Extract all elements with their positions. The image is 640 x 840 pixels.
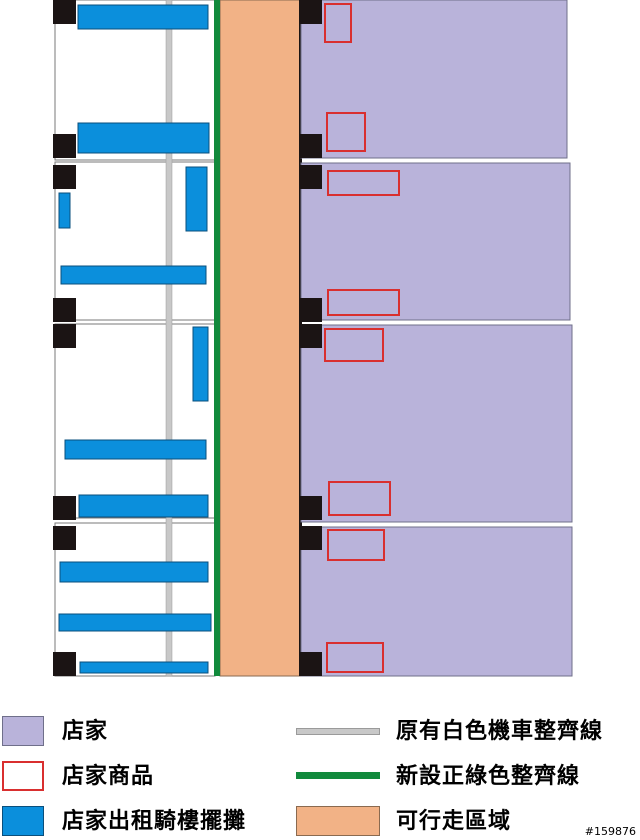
stall-10 xyxy=(58,613,212,632)
goods-8 xyxy=(326,642,384,673)
goods-1 xyxy=(324,3,352,43)
pillar xyxy=(299,526,322,550)
pillar xyxy=(299,0,322,24)
legend-walkway-swatch xyxy=(296,806,380,836)
pillar xyxy=(299,298,322,322)
stall-5 xyxy=(60,265,207,285)
pillar xyxy=(53,165,76,189)
store-goods xyxy=(324,3,400,673)
stall-7 xyxy=(64,439,207,460)
stall-4 xyxy=(58,192,71,229)
goods-2 xyxy=(326,112,366,152)
legend-white-line-label: 原有白色機車整齊線 xyxy=(396,719,604,744)
stall-8 xyxy=(78,494,209,518)
goods-3 xyxy=(327,170,400,196)
legend-goods-label: 店家商品 xyxy=(62,764,155,789)
legend-goods-swatch xyxy=(2,761,44,791)
arcade-bay-4 xyxy=(54,522,216,677)
pillar xyxy=(53,324,76,348)
pillar xyxy=(299,165,322,189)
legend-stall-swatch xyxy=(2,806,44,836)
stall-9 xyxy=(59,561,209,583)
stores xyxy=(300,0,573,677)
legend-green-line-swatch xyxy=(296,772,380,779)
arcade-bay-3 xyxy=(54,323,216,519)
pillar xyxy=(53,298,76,322)
store-2 xyxy=(300,162,571,321)
stall-11 xyxy=(79,661,209,674)
pillar xyxy=(53,0,76,24)
pillar xyxy=(299,496,322,520)
white-alignment-line xyxy=(165,0,173,677)
legend-walkway-label: 可行走區域 xyxy=(396,809,512,834)
legend-stall-label: 店家出租騎樓擺攤 xyxy=(62,809,247,834)
arcade-layout-diagram xyxy=(53,0,573,677)
store-3 xyxy=(300,324,573,523)
store-4 xyxy=(300,526,573,677)
goods-4 xyxy=(327,289,400,316)
pillars xyxy=(53,0,322,676)
green-alignment-line xyxy=(214,0,220,676)
stall-2 xyxy=(77,122,210,154)
goods-7 xyxy=(327,529,385,561)
goods-6 xyxy=(328,481,391,516)
legend-white-line-swatch xyxy=(296,728,380,735)
rented-stalls xyxy=(58,4,212,674)
pillar xyxy=(53,134,76,158)
goods-5 xyxy=(324,328,384,362)
pillar xyxy=(299,134,322,158)
pillar xyxy=(53,526,76,550)
store-1 xyxy=(300,0,568,159)
walkway-area xyxy=(219,0,301,677)
stall-6 xyxy=(192,326,209,402)
legend-store-swatch xyxy=(2,716,44,746)
legend-store-label: 店家 xyxy=(62,719,109,744)
watermark-id: #159876 xyxy=(584,825,636,838)
pillar xyxy=(53,496,76,520)
pillar xyxy=(53,652,76,676)
pillar xyxy=(299,652,322,676)
pillar xyxy=(299,324,322,348)
stall-1 xyxy=(77,4,209,30)
legend-green-line-label: 新設正綠色整齊線 xyxy=(396,764,581,789)
stall-3 xyxy=(185,166,208,232)
